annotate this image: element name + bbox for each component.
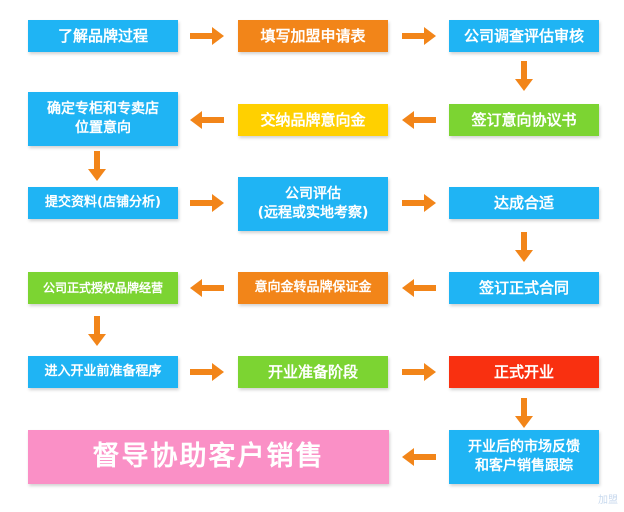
step-deposit-to-guarantee-label: 意向金转品牌保证金 xyxy=(254,280,372,296)
step-supervise-sales-label: 督导协助客户销售 xyxy=(92,440,325,472)
step-company-evaluation-line1: 公司评估 xyxy=(285,186,341,203)
arrow-left-icon xyxy=(402,111,436,129)
arrow-left-icon xyxy=(190,279,224,297)
step-official-opening-label: 正式开业 xyxy=(493,362,554,381)
step-market-feedback: 开业后的市场反馈 和客户销售跟踪 xyxy=(449,430,599,484)
step-official-authorization: 公司正式授权品牌经营 xyxy=(28,272,178,304)
step-pre-opening-procedure-label: 进入开业前准备程序 xyxy=(44,364,162,380)
step-pay-deposit: 交纳品牌意向金 xyxy=(238,104,388,136)
arrow-left-icon xyxy=(402,279,436,297)
step-learn-brand: 了解品牌过程 xyxy=(28,20,178,52)
step-location-intent: 确定专柜和专卖店 位置意向 xyxy=(28,92,178,146)
step-sign-intent: 签订意向协议书 xyxy=(449,104,599,136)
step-submit-materials-label: 提交资料(店铺分析) xyxy=(45,195,161,211)
step-market-feedback-line1: 开业后的市场反馈 xyxy=(468,439,580,456)
step-company-evaluation-line2: (远程或实地考察) xyxy=(257,205,369,221)
step-company-evaluation: 公司评估 (远程或实地考察) xyxy=(238,177,388,231)
step-sign-contract-label: 签订正式合同 xyxy=(478,278,569,297)
step-sign-intent-label: 签订意向协议书 xyxy=(471,110,577,129)
arrow-left-icon xyxy=(402,448,436,466)
step-learn-brand-label: 了解品牌过程 xyxy=(57,26,148,45)
arrow-right-icon xyxy=(190,363,224,381)
arrow-right-icon xyxy=(402,363,436,381)
step-official-opening: 正式开业 xyxy=(449,356,599,388)
step-opening-preparation: 开业准备阶段 xyxy=(238,356,388,388)
step-official-authorization-label: 公司正式授权品牌经营 xyxy=(42,280,163,295)
step-reach-agreement: 达成合适 xyxy=(449,187,599,219)
step-location-intent-line1: 确定专柜和专卖店 xyxy=(47,101,159,118)
arrow-down-icon xyxy=(515,61,533,91)
arrow-down-icon xyxy=(515,232,533,262)
step-deposit-to-guarantee: 意向金转品牌保证金 xyxy=(238,272,388,304)
step-submit-materials: 提交资料(店铺分析) xyxy=(28,187,178,219)
arrow-right-icon xyxy=(402,27,436,45)
arrow-down-icon xyxy=(88,151,106,181)
step-opening-preparation-label: 开业准备阶段 xyxy=(267,362,358,381)
step-company-review: 公司调查评估审核 xyxy=(449,20,599,52)
watermark: 加盟 xyxy=(598,495,618,506)
step-sign-contract: 签订正式合同 xyxy=(449,272,599,304)
step-pay-deposit-label: 交纳品牌意向金 xyxy=(260,110,366,129)
step-location-intent-line2: 位置意向 xyxy=(75,120,131,136)
step-market-feedback-line2: 和客户销售跟踪 xyxy=(475,458,573,474)
step-pre-opening-procedure: 进入开业前准备程序 xyxy=(28,356,178,388)
arrow-right-icon xyxy=(190,194,224,212)
arrow-right-icon xyxy=(402,194,436,212)
step-reach-agreement-label: 达成合适 xyxy=(493,193,554,212)
step-fill-application-label: 填写加盟申请表 xyxy=(260,26,366,45)
step-supervise-sales: 督导协助客户销售 xyxy=(28,430,389,484)
arrow-left-icon xyxy=(190,111,224,129)
arrow-down-icon xyxy=(515,398,533,428)
arrow-down-icon xyxy=(88,316,106,346)
step-company-review-label: 公司调查评估审核 xyxy=(463,26,584,45)
arrow-right-icon xyxy=(190,27,224,45)
step-fill-application: 填写加盟申请表 xyxy=(238,20,388,52)
